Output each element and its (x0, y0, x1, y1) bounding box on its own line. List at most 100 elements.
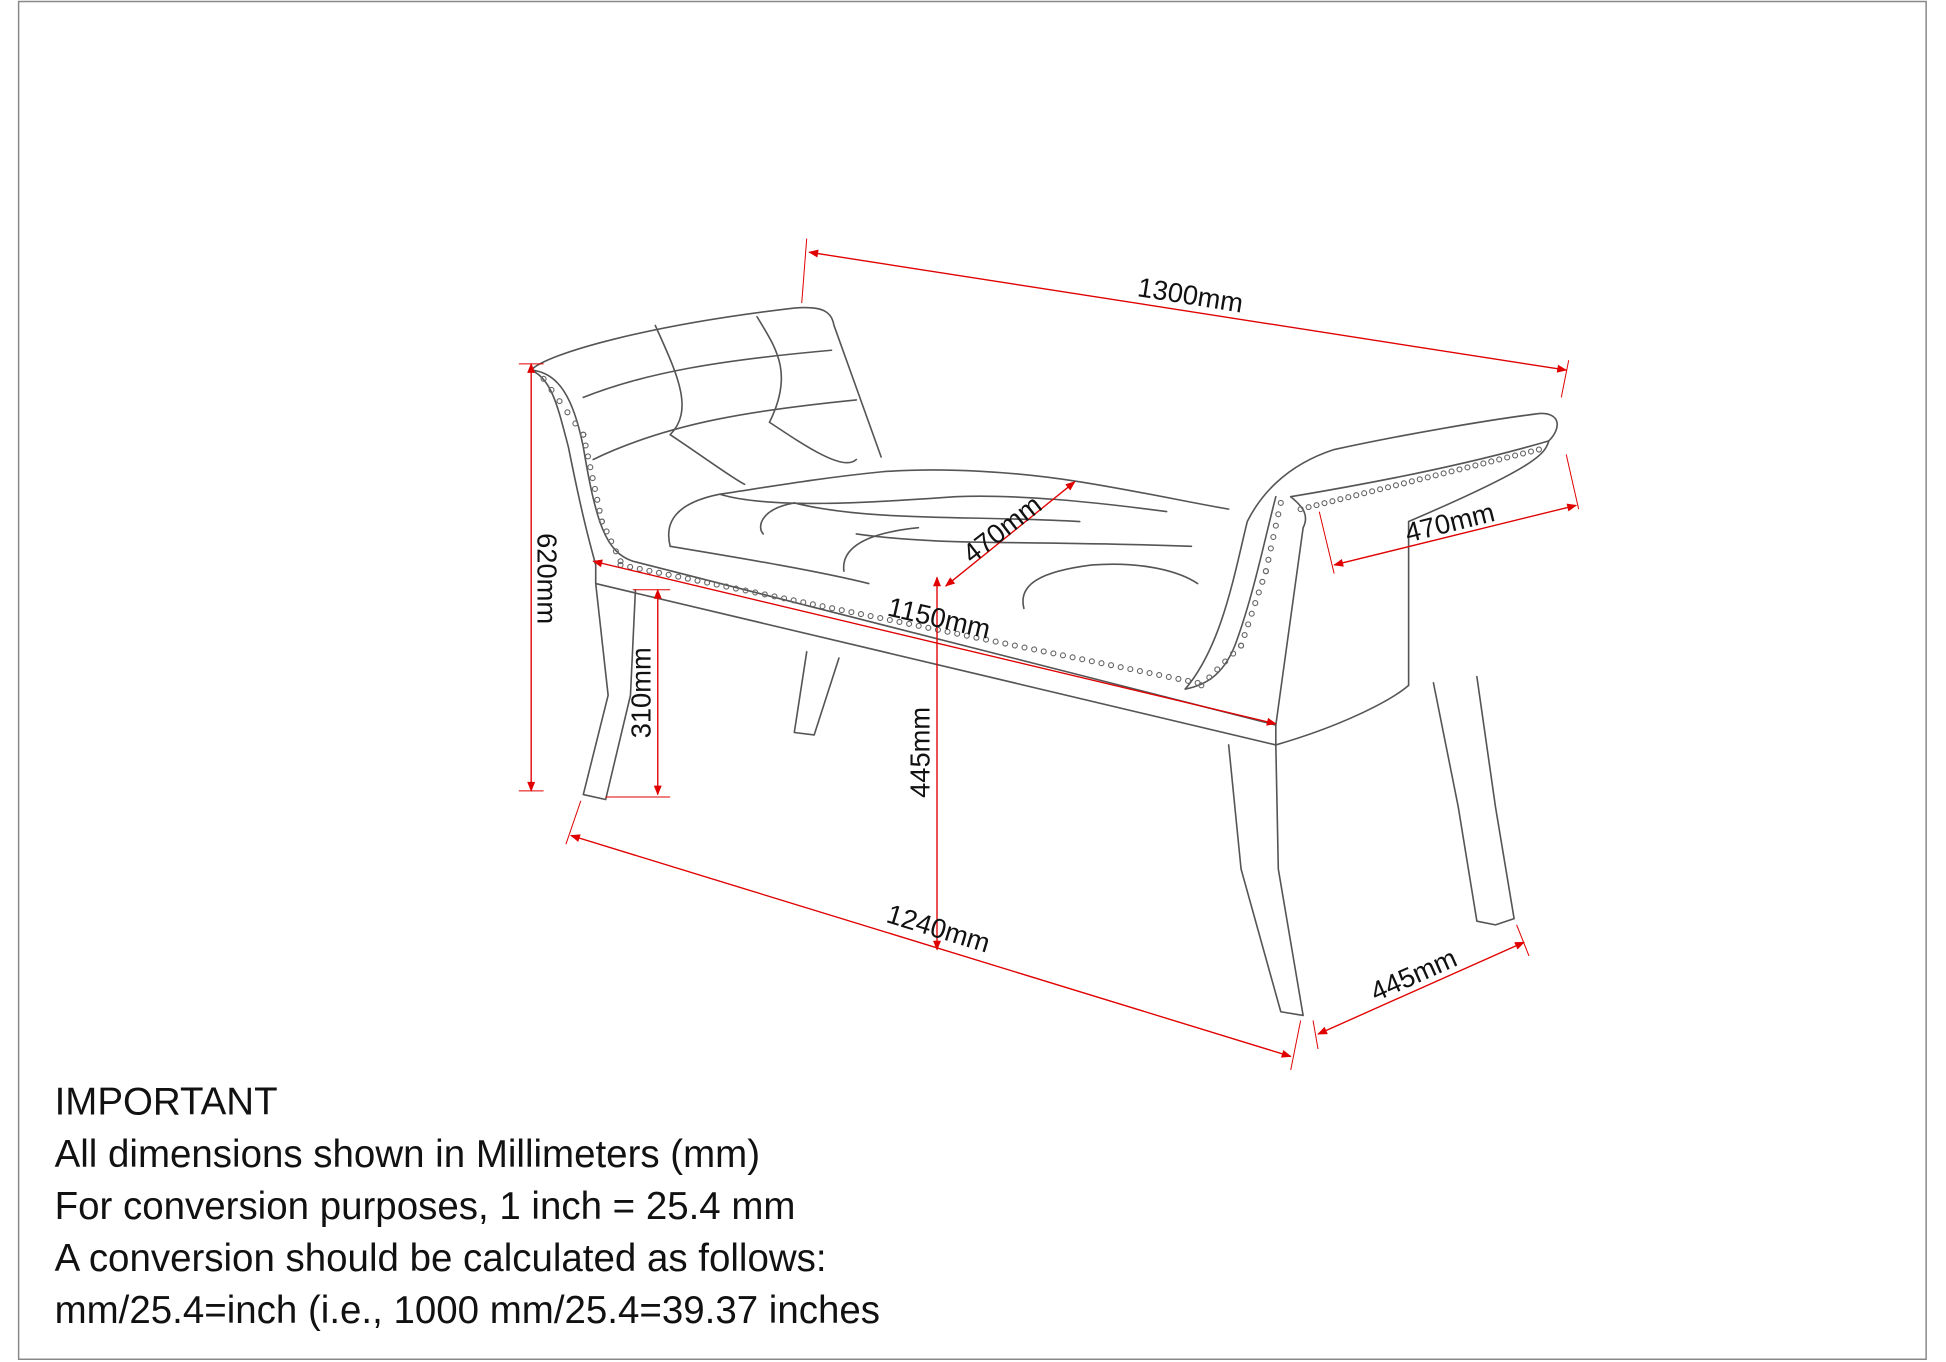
nailhead-stud (655, 569, 663, 576)
nailhead-stud (1272, 522, 1279, 529)
nailhead-stud (1416, 476, 1423, 483)
dimension-lines (518, 238, 1580, 1071)
nailhead-stud (598, 518, 605, 525)
nailhead-stud (1408, 478, 1415, 485)
nailhead-stud (1214, 666, 1221, 673)
nailhead-stud (1184, 677, 1192, 684)
nailhead-stud (877, 614, 884, 622)
dim-line-seat-width (592, 559, 1277, 726)
nailhead-stud (665, 571, 672, 578)
nailhead-stud (612, 548, 619, 555)
nailhead-stud (684, 575, 691, 582)
nailhead-stud (1329, 498, 1336, 505)
important-notes: IMPORTANT All dimensions shown in Millim… (55, 1081, 880, 1333)
dim-line-leg-span-depth (1317, 941, 1525, 1035)
nailhead-stud (1424, 474, 1431, 481)
nailhead-stud (1002, 640, 1009, 647)
nailhead-stud (1400, 480, 1407, 487)
page-border (17, 0, 1927, 1360)
nailhead-stud (1265, 556, 1272, 563)
nailhead-stud (1069, 654, 1076, 661)
nailhead-stud (1369, 488, 1376, 495)
nailhead-stud (594, 496, 601, 503)
nailhead-stud (1297, 506, 1304, 513)
nailhead-stud (1127, 666, 1134, 673)
nailhead-stud (627, 563, 634, 570)
nailhead-stud (1262, 568, 1269, 575)
note-line: mm/25.4=inch (i.e., 1000 mm/25.4=39.37 i… (55, 1289, 880, 1332)
nailhead-stud (1238, 642, 1245, 649)
nailhead-stud (694, 577, 701, 584)
nailhead-stud (1496, 456, 1503, 463)
nailhead-stud (1504, 454, 1511, 461)
nailhead-stud (1259, 578, 1266, 585)
nailhead-stud (1448, 468, 1455, 475)
nailhead-stud (1520, 450, 1527, 457)
nailhead-stud (1059, 652, 1067, 659)
nailhead-stud (548, 386, 555, 394)
nailhead-stud (608, 538, 615, 545)
nailhead-stud (992, 638, 999, 645)
nailhead-stud (1275, 511, 1282, 518)
nailhead-stud (1252, 600, 1259, 607)
label-leg-height: 310mm (625, 647, 656, 738)
nailhead-stud (1146, 669, 1153, 677)
nailhead-stud (1305, 504, 1312, 511)
nailhead-stud (591, 485, 598, 492)
nailhead-stud (1440, 470, 1447, 477)
label-overall-height: 620mm (531, 533, 562, 624)
nailhead-stud (867, 613, 874, 620)
dim-line-overall-width (808, 249, 1568, 373)
nailhead-stud (1021, 644, 1028, 651)
nailhead-stud (1255, 589, 1262, 596)
nailhead-stud (580, 431, 587, 438)
nailhead-stud (1456, 466, 1463, 473)
nailhead-stud (1248, 610, 1255, 617)
label-leg-span-width: 1240mm (883, 898, 994, 959)
nailhead-stud (1117, 664, 1124, 671)
dim-line-arm-depth (1333, 503, 1578, 567)
nailhead-stud (1377, 486, 1384, 493)
nailhead-stud (1245, 621, 1252, 628)
label-seat-height: 445mm (905, 707, 936, 798)
nailhead-stud (1337, 496, 1344, 503)
nailhead-stud (582, 442, 589, 449)
nailhead-stud (1392, 482, 1399, 489)
dimension-labels: 1300mm 470mm 470mm 1150mm 620mm 310mm 44… (531, 271, 1497, 1007)
notes-heading: IMPORTANT (55, 1081, 278, 1124)
nailhead-stud (675, 573, 682, 580)
nailhead-stud (584, 453, 591, 460)
nailhead-stud (587, 464, 594, 471)
nailhead-stud (1535, 446, 1542, 453)
nailhead-stud (1098, 660, 1105, 667)
note-line: For conversion purposes, 1 inch = 25.4 m… (55, 1185, 796, 1228)
label-leg-span-depth: 445mm (1366, 942, 1462, 1007)
nailhead-stud (1313, 502, 1320, 509)
nailhead-stud (1527, 448, 1535, 455)
nailhead-stud (1175, 675, 1182, 682)
note-line: A conversion should be calculated as fol… (55, 1237, 827, 1280)
label-seat-depth: 470mm (956, 489, 1047, 569)
nailhead-stud (646, 567, 653, 574)
nailhead-stud (1050, 650, 1057, 657)
nailhead-stud (1321, 500, 1328, 507)
label-seat-width: 1150mm (885, 591, 993, 645)
nailhead-stud (1384, 484, 1392, 491)
nailhead-stud (564, 409, 571, 416)
nailhead-stud (838, 607, 845, 614)
nailhead-stud (1156, 671, 1163, 679)
nailhead-stud (1353, 492, 1360, 499)
nailhead-stud (1270, 533, 1277, 541)
nailhead-stud (1480, 460, 1487, 467)
nailhead-stud (1267, 545, 1274, 552)
nailhead-stud (572, 420, 579, 427)
nailhead-stud (540, 375, 547, 382)
nailhead-stud (1432, 472, 1439, 479)
nailhead-stud (603, 528, 610, 535)
nailhead-stud (857, 611, 865, 618)
nailhead-stud (1088, 658, 1095, 665)
nailhead-stud (829, 605, 836, 612)
nailhead-stud (1464, 464, 1471, 471)
